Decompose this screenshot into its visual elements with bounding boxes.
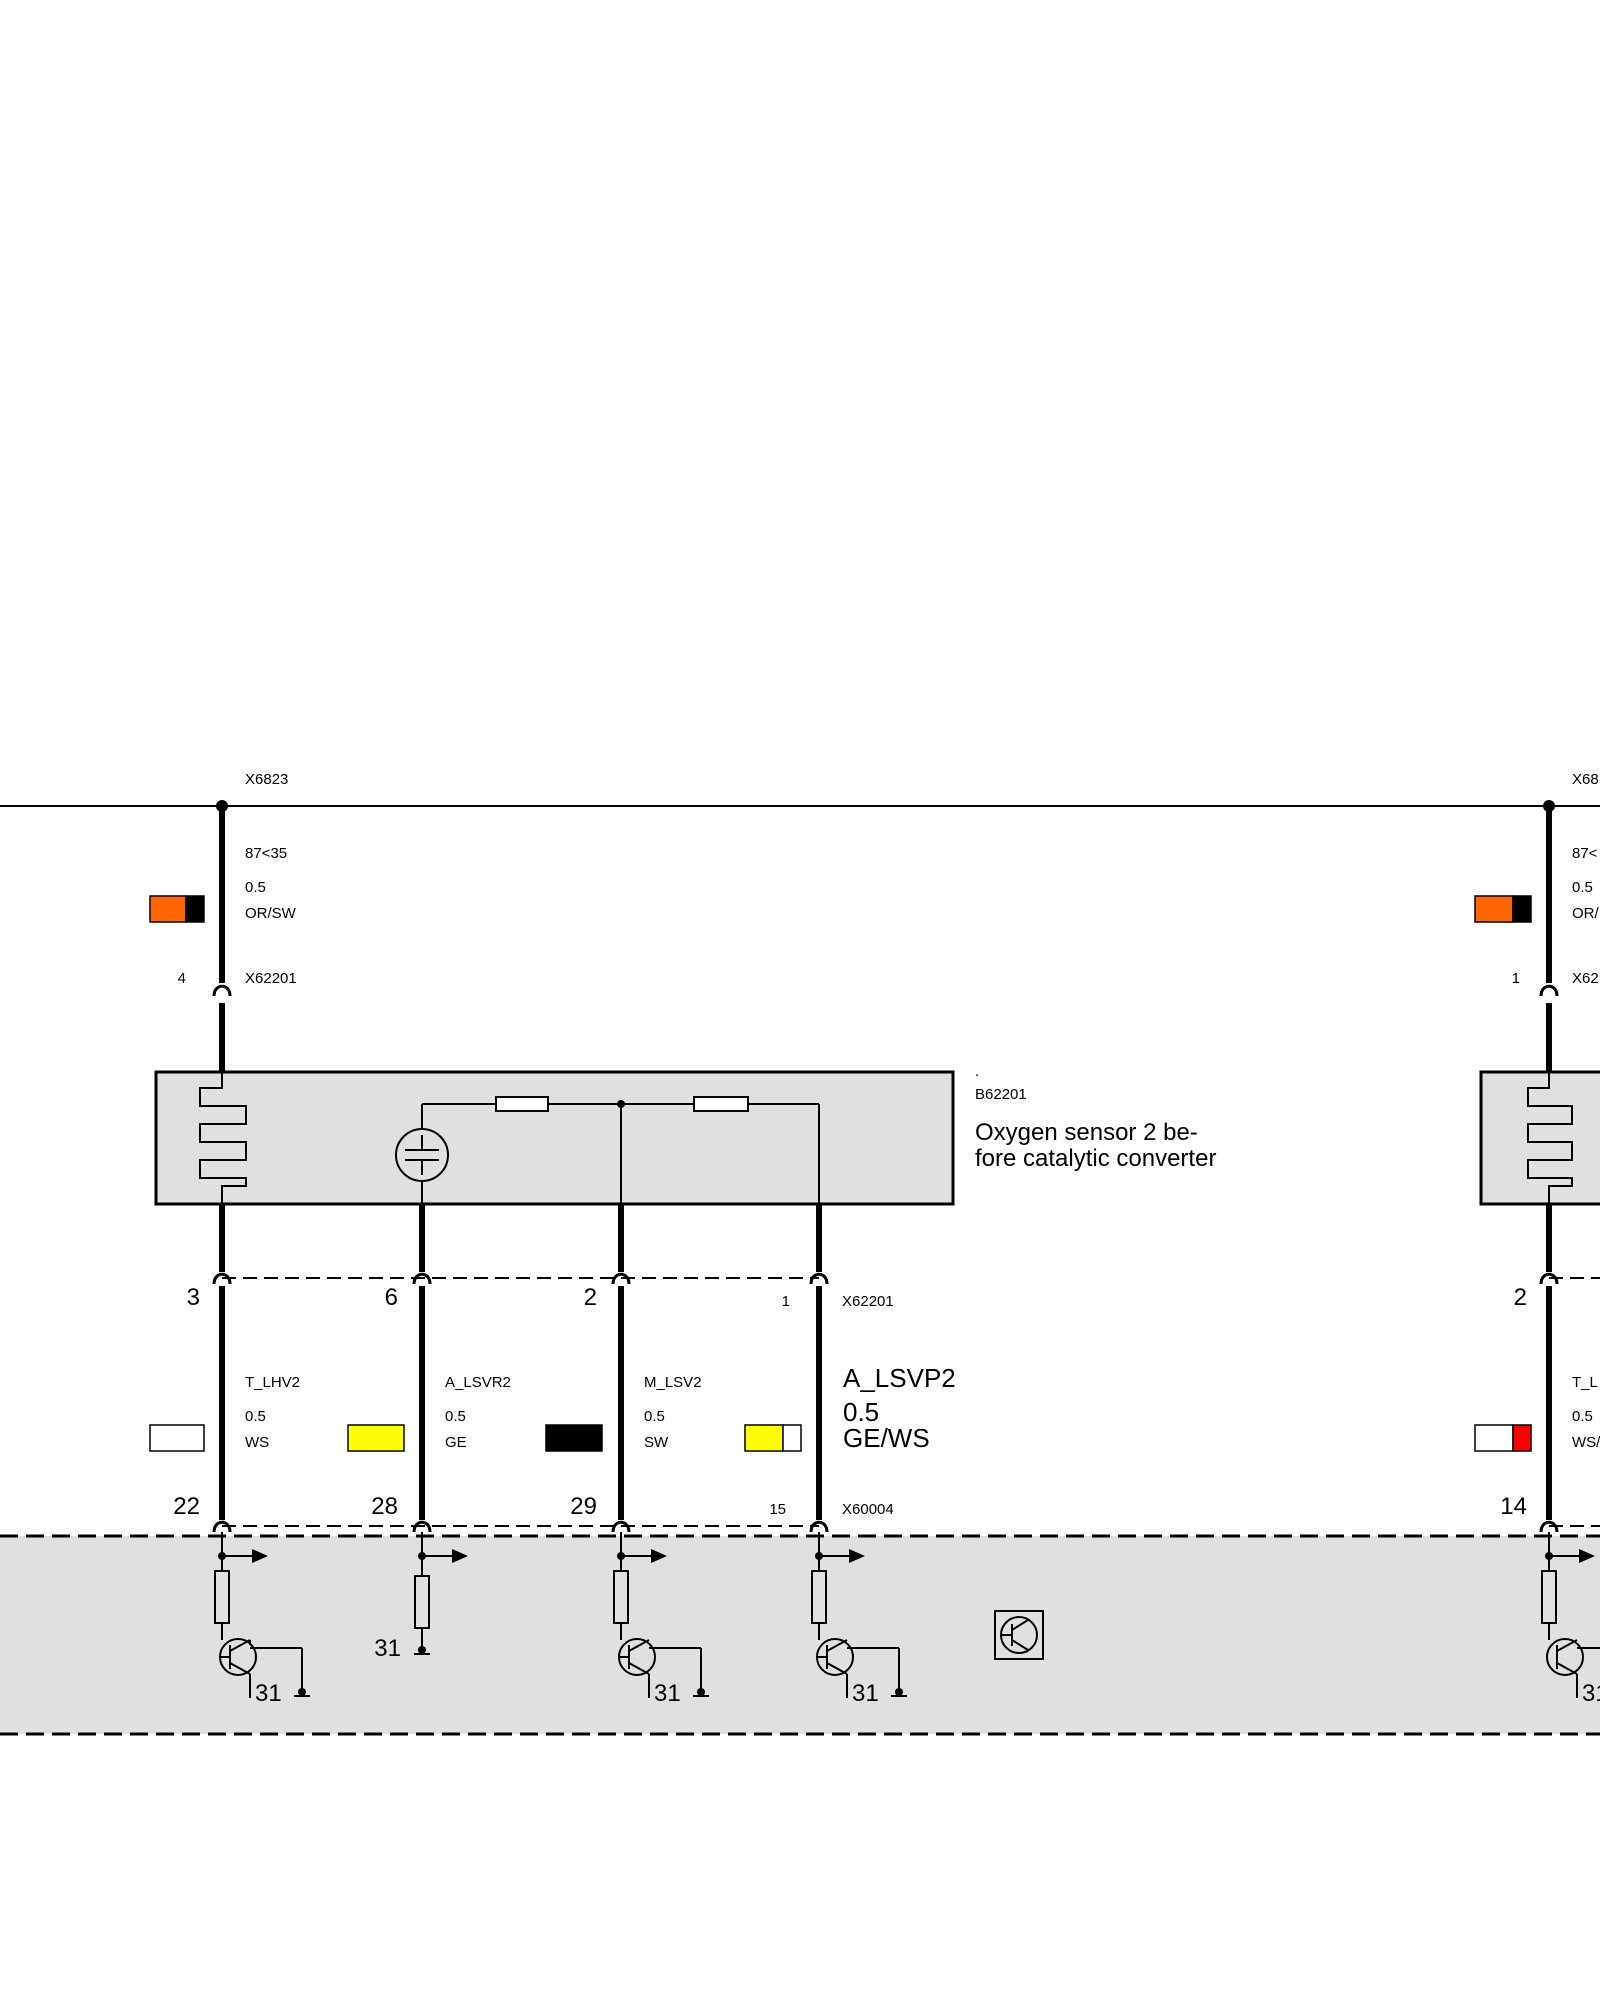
wire-4-ground: 31 bbox=[852, 1680, 879, 1707]
right-supply-pin: 1 bbox=[1512, 970, 1520, 987]
transistor-icon bbox=[816, 1638, 907, 1698]
wire-2-ground: 31 bbox=[374, 1635, 401, 1662]
wire-3-color: SW bbox=[644, 1434, 669, 1451]
wire-1-top-pin: 3 bbox=[187, 1284, 200, 1311]
control-unit-region bbox=[0, 1536, 1600, 1734]
wire-3-signal: M_LSV2 bbox=[644, 1374, 702, 1391]
right-signal-wire bbox=[1539, 1204, 1600, 1698]
right-supply-color: OR/ bbox=[1572, 905, 1600, 922]
wire-2-bottom-pin: 28 bbox=[371, 1493, 398, 1520]
resistor-icon bbox=[693, 1096, 749, 1112]
right-wire-top-pin: 2 bbox=[1514, 1284, 1527, 1311]
transistor-icon bbox=[1546, 1638, 1584, 1676]
wire-color-swatch-ws bbox=[149, 1424, 205, 1452]
sensor-name-line-2: fore catalytic converter bbox=[975, 1145, 1216, 1172]
right-wire-color-swatch-or-sw bbox=[1474, 895, 1532, 923]
wire-4-signal: A_LSVP2 bbox=[843, 1363, 956, 1393]
supply-size-label: 0.5 bbox=[245, 879, 266, 896]
wire-2-color: GE bbox=[445, 1434, 467, 1451]
sensor-id: B62201 bbox=[975, 1086, 1027, 1103]
wire-1-signal: T_LHV2 bbox=[245, 1374, 300, 1391]
wire-1-ground: 31 bbox=[255, 1680, 282, 1707]
supply-plug-label: X62201 bbox=[245, 970, 297, 987]
wire-color-swatch-ge bbox=[347, 1424, 405, 1452]
right-supply-size: 0.5 bbox=[1572, 879, 1593, 896]
signal-wire-1 bbox=[212, 1204, 310, 1698]
transistor-icon bbox=[618, 1638, 709, 1698]
wire-3-top-pin: 2 bbox=[584, 1284, 597, 1311]
control-unit-symbol-icon bbox=[994, 1610, 1044, 1660]
supply-color-label: OR/SW bbox=[245, 905, 297, 922]
wire-1-bottom-pin: 22 bbox=[173, 1493, 200, 1520]
right-supply-plug: X62 bbox=[1572, 970, 1599, 987]
heater-element-icon bbox=[199, 1072, 247, 1204]
supply-pin-label: 4 bbox=[178, 970, 186, 987]
wire-3-bottom-pin: 29 bbox=[570, 1493, 597, 1520]
plug-contact-symbol bbox=[212, 984, 232, 997]
arrow-icon bbox=[252, 1549, 268, 1563]
ecu-plug-label: X60004 bbox=[842, 1501, 894, 1518]
oxygen-sensor-component bbox=[154, 1070, 955, 1206]
ground-point-icon bbox=[418, 1646, 426, 1654]
right-wire-bottom-pin: 14 bbox=[1500, 1493, 1527, 1520]
heater-element-icon bbox=[1527, 1072, 1573, 1204]
wire-4-top-pin: 1 bbox=[782, 1293, 790, 1310]
wire-3-size: 0.5 bbox=[644, 1408, 665, 1425]
right-wire-signal: T_L bbox=[1572, 1374, 1598, 1391]
right-wire-color: WS/ bbox=[1572, 1434, 1600, 1451]
wire-2-signal: A_LSVR2 bbox=[445, 1374, 511, 1391]
wire-4-color: GE/WS bbox=[843, 1423, 930, 1453]
signal-wire-3 bbox=[611, 1204, 709, 1698]
sensor-plug-label: X62201 bbox=[842, 1293, 894, 1310]
wire-1-size: 0.5 bbox=[245, 1408, 266, 1425]
plug-contact-symbol bbox=[1539, 984, 1559, 997]
wire-2-size: 0.5 bbox=[445, 1408, 466, 1425]
arrow-icon bbox=[849, 1549, 865, 1563]
resistor-icon bbox=[495, 1096, 549, 1112]
right-wire-size: 0.5 bbox=[1572, 1408, 1593, 1425]
bus-connector-label: X6823 bbox=[245, 771, 288, 788]
wire-3-ground: 31 bbox=[654, 1680, 681, 1707]
sensor-name-line-1: Oxygen sensor 2 be- bbox=[975, 1119, 1198, 1146]
wire-4-size: 0.5 bbox=[843, 1397, 879, 1427]
arrow-icon bbox=[452, 1549, 468, 1563]
wire-4-bottom-pin: 15 bbox=[769, 1501, 786, 1518]
arrow-icon bbox=[1579, 1549, 1595, 1563]
signal-wire-4 bbox=[809, 1204, 907, 1698]
arrow-icon bbox=[651, 1549, 667, 1563]
right-bus-connector-label: X68 bbox=[1572, 771, 1599, 788]
wire-1-color: WS bbox=[245, 1434, 269, 1451]
transistor-icon bbox=[219, 1638, 310, 1698]
right-supply-signal: 87< bbox=[1572, 845, 1598, 862]
wire-color-swatch-ge-ws bbox=[744, 1424, 802, 1452]
right-wire-ground: 31 bbox=[1582, 1680, 1600, 1707]
supply-signal-label: 87<35 bbox=[245, 845, 287, 862]
wire-color-swatch-or-sw bbox=[149, 895, 205, 923]
wire-2-top-pin: 6 bbox=[385, 1284, 398, 1311]
sensor-dot: . bbox=[975, 1063, 979, 1080]
signal-wire-2 bbox=[412, 1204, 468, 1655]
wire-color-swatch-sw bbox=[545, 1424, 603, 1452]
right-sensor-component bbox=[1479, 1070, 1600, 1206]
right-wire-color-swatch-ws-rt bbox=[1474, 1424, 1532, 1452]
